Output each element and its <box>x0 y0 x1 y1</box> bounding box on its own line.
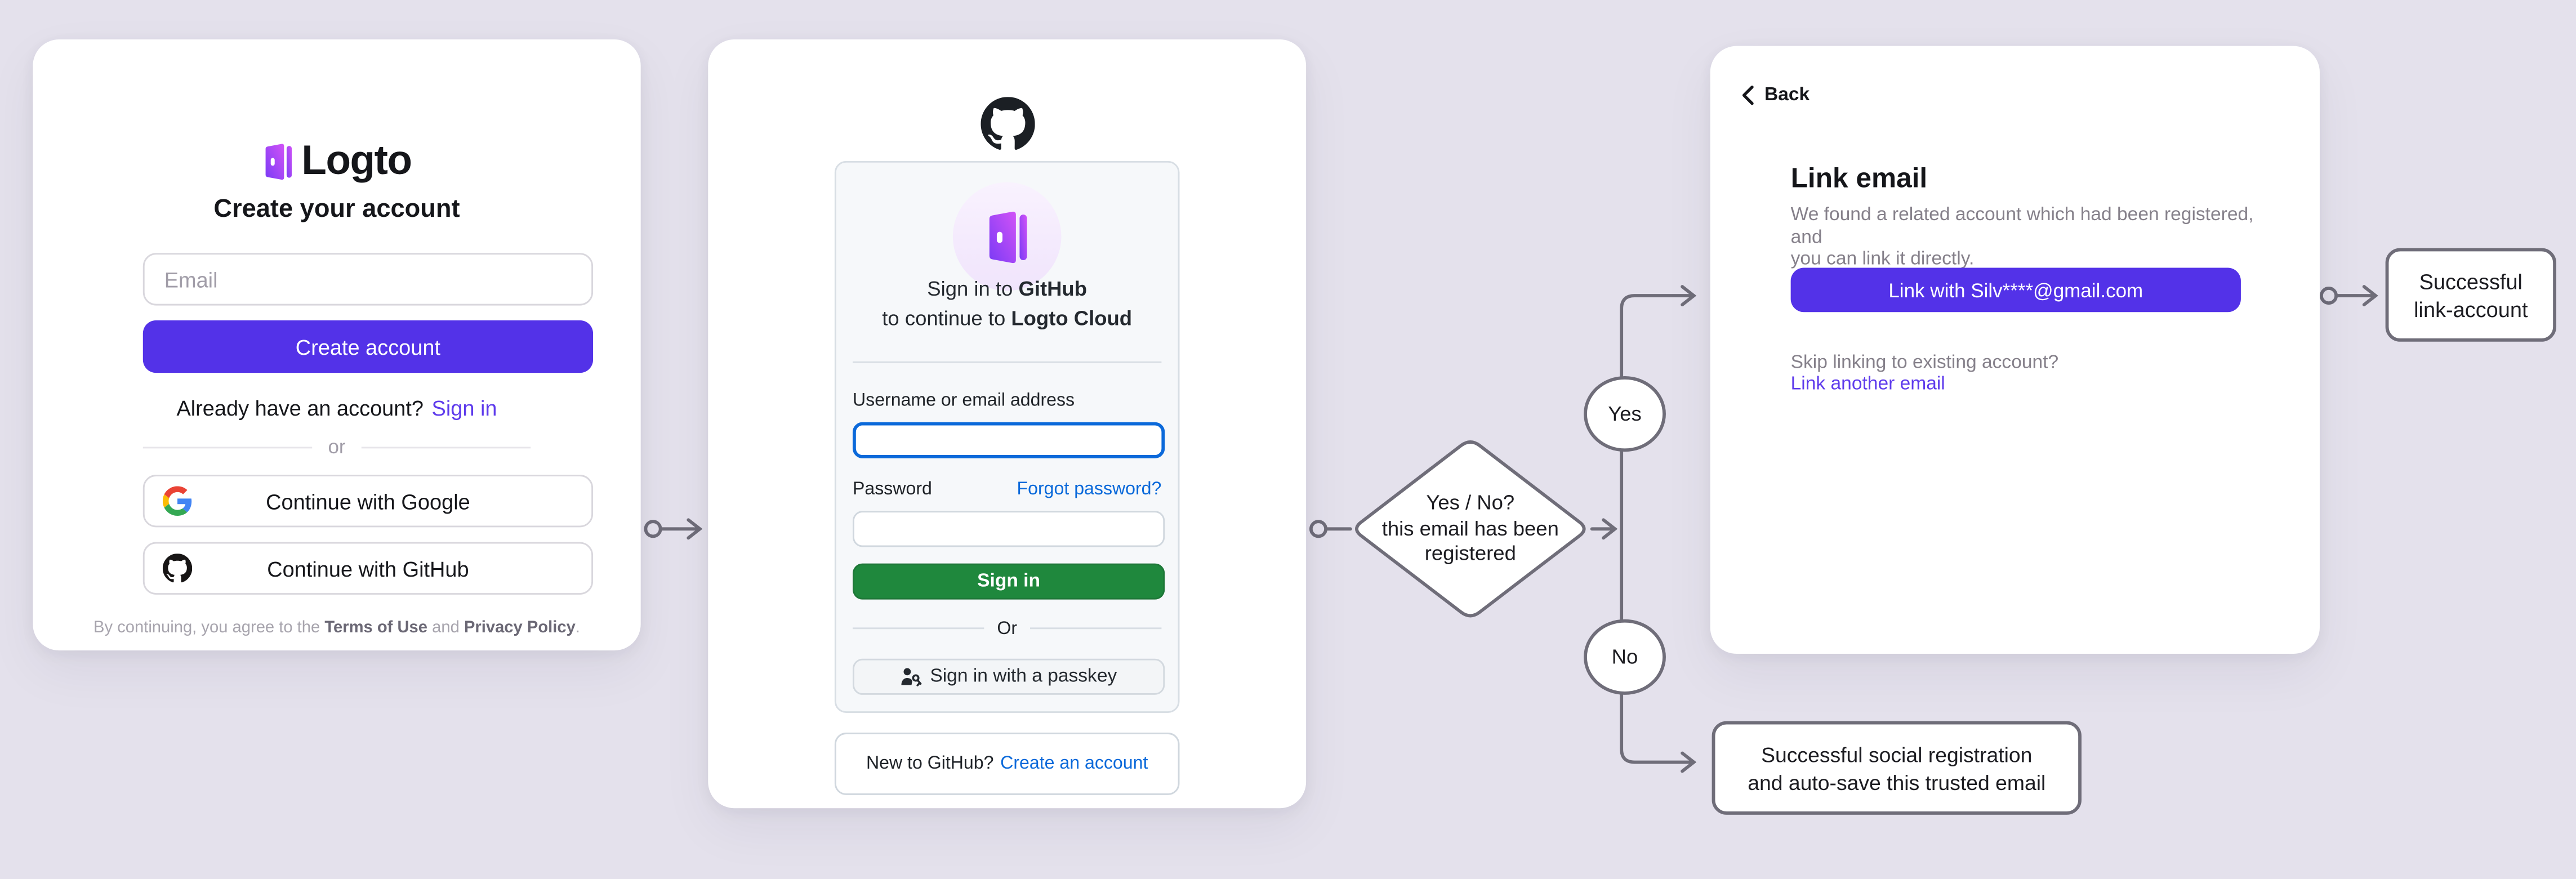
github-logo-icon <box>163 554 193 583</box>
link-with-email-button[interactable]: Link with Silv****@gmail.com <box>1790 267 2241 313</box>
description-line-2: you can link it directly. <box>1790 249 1975 270</box>
github-octocat-icon <box>980 97 1034 151</box>
back-button[interactable]: Back <box>1741 86 1810 105</box>
connector-decision-to-junction <box>1590 518 1618 540</box>
passkey-button-label: Sign in with a passkey <box>930 667 1117 687</box>
decision-line-2: this email has been <box>1381 516 1559 540</box>
github-signin-button[interactable]: Sign in <box>852 563 1165 599</box>
skip-linking-text: Skip linking to existing account? <box>1790 353 2059 373</box>
divider-line <box>362 445 531 448</box>
yes-node-label: Yes <box>1608 402 1642 426</box>
continue-with-github-button[interactable]: Continue with GitHub <box>142 542 594 595</box>
chevron-left-icon <box>1742 85 1754 105</box>
heading1-prefix: Sign in to <box>927 276 1019 300</box>
username-label: Username or email address <box>852 390 1075 410</box>
logto-signup-card: Logto Create your account Create account… <box>33 39 641 651</box>
divider-line <box>852 627 984 630</box>
github-login-panel: Sign in to GitHub to continue to Logto C… <box>834 160 1180 712</box>
signin-prompt-row: Already have an account? Sign in <box>33 396 640 421</box>
no-node-label: No <box>1611 645 1638 669</box>
link-another-email-link[interactable]: Link another email <box>1790 374 1945 395</box>
connector-link-to-outcome <box>2319 285 2378 307</box>
email-input[interactable] <box>142 253 594 306</box>
logto-door-icon <box>985 209 1029 264</box>
outcome-link-line-1: Successful <box>2419 268 2523 293</box>
or-divider: or <box>142 435 531 458</box>
terms-prefix: By continuing, you agree to the <box>93 619 325 637</box>
privacy-policy-link[interactable]: Privacy Policy <box>463 619 576 637</box>
logto-app-badge <box>952 182 1062 291</box>
heading1-bold: GitHub <box>1018 276 1088 300</box>
connector-github-to-decision <box>1309 520 1352 538</box>
password-input[interactable] <box>852 510 1165 546</box>
no-node: No <box>1584 619 1666 695</box>
signup-title: Create your account <box>213 195 460 224</box>
outcome-link-line-2: link-account <box>2414 296 2528 322</box>
connector-branches <box>1620 285 1697 773</box>
new-to-github-text: New to GitHub? <box>866 753 994 774</box>
github-signin-heading: Sign in to GitHub <box>836 277 1178 300</box>
password-label: Password <box>852 479 932 499</box>
github-continue-heading: to continue to Logto Cloud <box>836 306 1178 329</box>
decision-node-label: Yes / No? this email has been registered <box>1360 491 1580 568</box>
heading2-bold: Logto Cloud <box>1011 306 1133 329</box>
terms-notice: By continuing, you agree to the Terms of… <box>50 619 625 637</box>
outcome-social-line-2: and auto-save this trusted email <box>1748 769 2046 795</box>
link-email-description: We found a related account which had bee… <box>1791 206 2261 272</box>
google-logo-icon <box>163 486 193 516</box>
signin-prompt-text: Already have an account? <box>176 396 424 421</box>
heading2-prefix: to continue to <box>882 306 1011 329</box>
create-account-label: Create account <box>295 334 441 359</box>
logto-logo: Logto <box>33 138 640 186</box>
continue-with-google-button[interactable]: Continue with Google <box>142 475 594 528</box>
create-account-button[interactable]: Create account <box>142 320 594 373</box>
description-line-1: We found a related account which had bee… <box>1790 205 2254 248</box>
connector-signup-to-github <box>644 518 703 540</box>
github-signin-label: Sign in <box>977 570 1041 591</box>
username-input[interactable] <box>852 421 1165 458</box>
outcome-social-line-1: Successful social registration <box>1761 742 2033 766</box>
decision-line-3: registered <box>1424 542 1516 565</box>
outcome-social-registration-box: Successful social registration and auto-… <box>1712 721 2082 815</box>
link-email-card: Back Link email We found a related accou… <box>1710 46 2320 654</box>
github-header-logo <box>708 97 1306 151</box>
github-create-account-link[interactable]: Create an account <box>1000 753 1148 774</box>
github-button-label: Continue with GitHub <box>267 556 469 581</box>
terms-suffix: . <box>575 619 580 637</box>
passkey-icon <box>901 666 922 688</box>
decision-line-1: Yes / No? <box>1426 491 1515 515</box>
link-with-email-label: Link with Silv****@gmail.com <box>1888 278 2143 302</box>
github-or-divider: Or <box>852 618 1162 639</box>
divider-line <box>142 445 312 448</box>
forgot-password-link[interactable]: Forgot password? <box>1017 479 1162 499</box>
yes-node: Yes <box>1584 376 1666 452</box>
outcome-link-account-box: Successful link-account <box>2385 248 2557 342</box>
github-or-label: Or <box>997 618 1018 639</box>
terms-and: and <box>427 619 464 637</box>
signin-link[interactable]: Sign in <box>431 396 497 421</box>
divider-line <box>1030 627 1162 630</box>
passkey-signin-button[interactable]: Sign in with a passkey <box>852 658 1165 695</box>
github-new-account-box: New to GitHub? Create an account <box>834 733 1180 795</box>
or-divider-label: or <box>328 435 346 458</box>
github-signin-card: Sign in to GitHub to continue to Logto C… <box>708 39 1307 809</box>
terms-of-use-link[interactable]: Terms of Use <box>324 619 428 637</box>
back-label: Back <box>1764 85 1810 105</box>
logto-brand-text: Logto <box>301 138 412 184</box>
panel-divider <box>852 360 1162 363</box>
google-button-label: Continue with Google <box>266 488 470 514</box>
decision-diamond-shape <box>1355 440 1586 618</box>
link-email-title: Link email <box>1790 162 1928 194</box>
logto-door-icon <box>262 143 293 181</box>
